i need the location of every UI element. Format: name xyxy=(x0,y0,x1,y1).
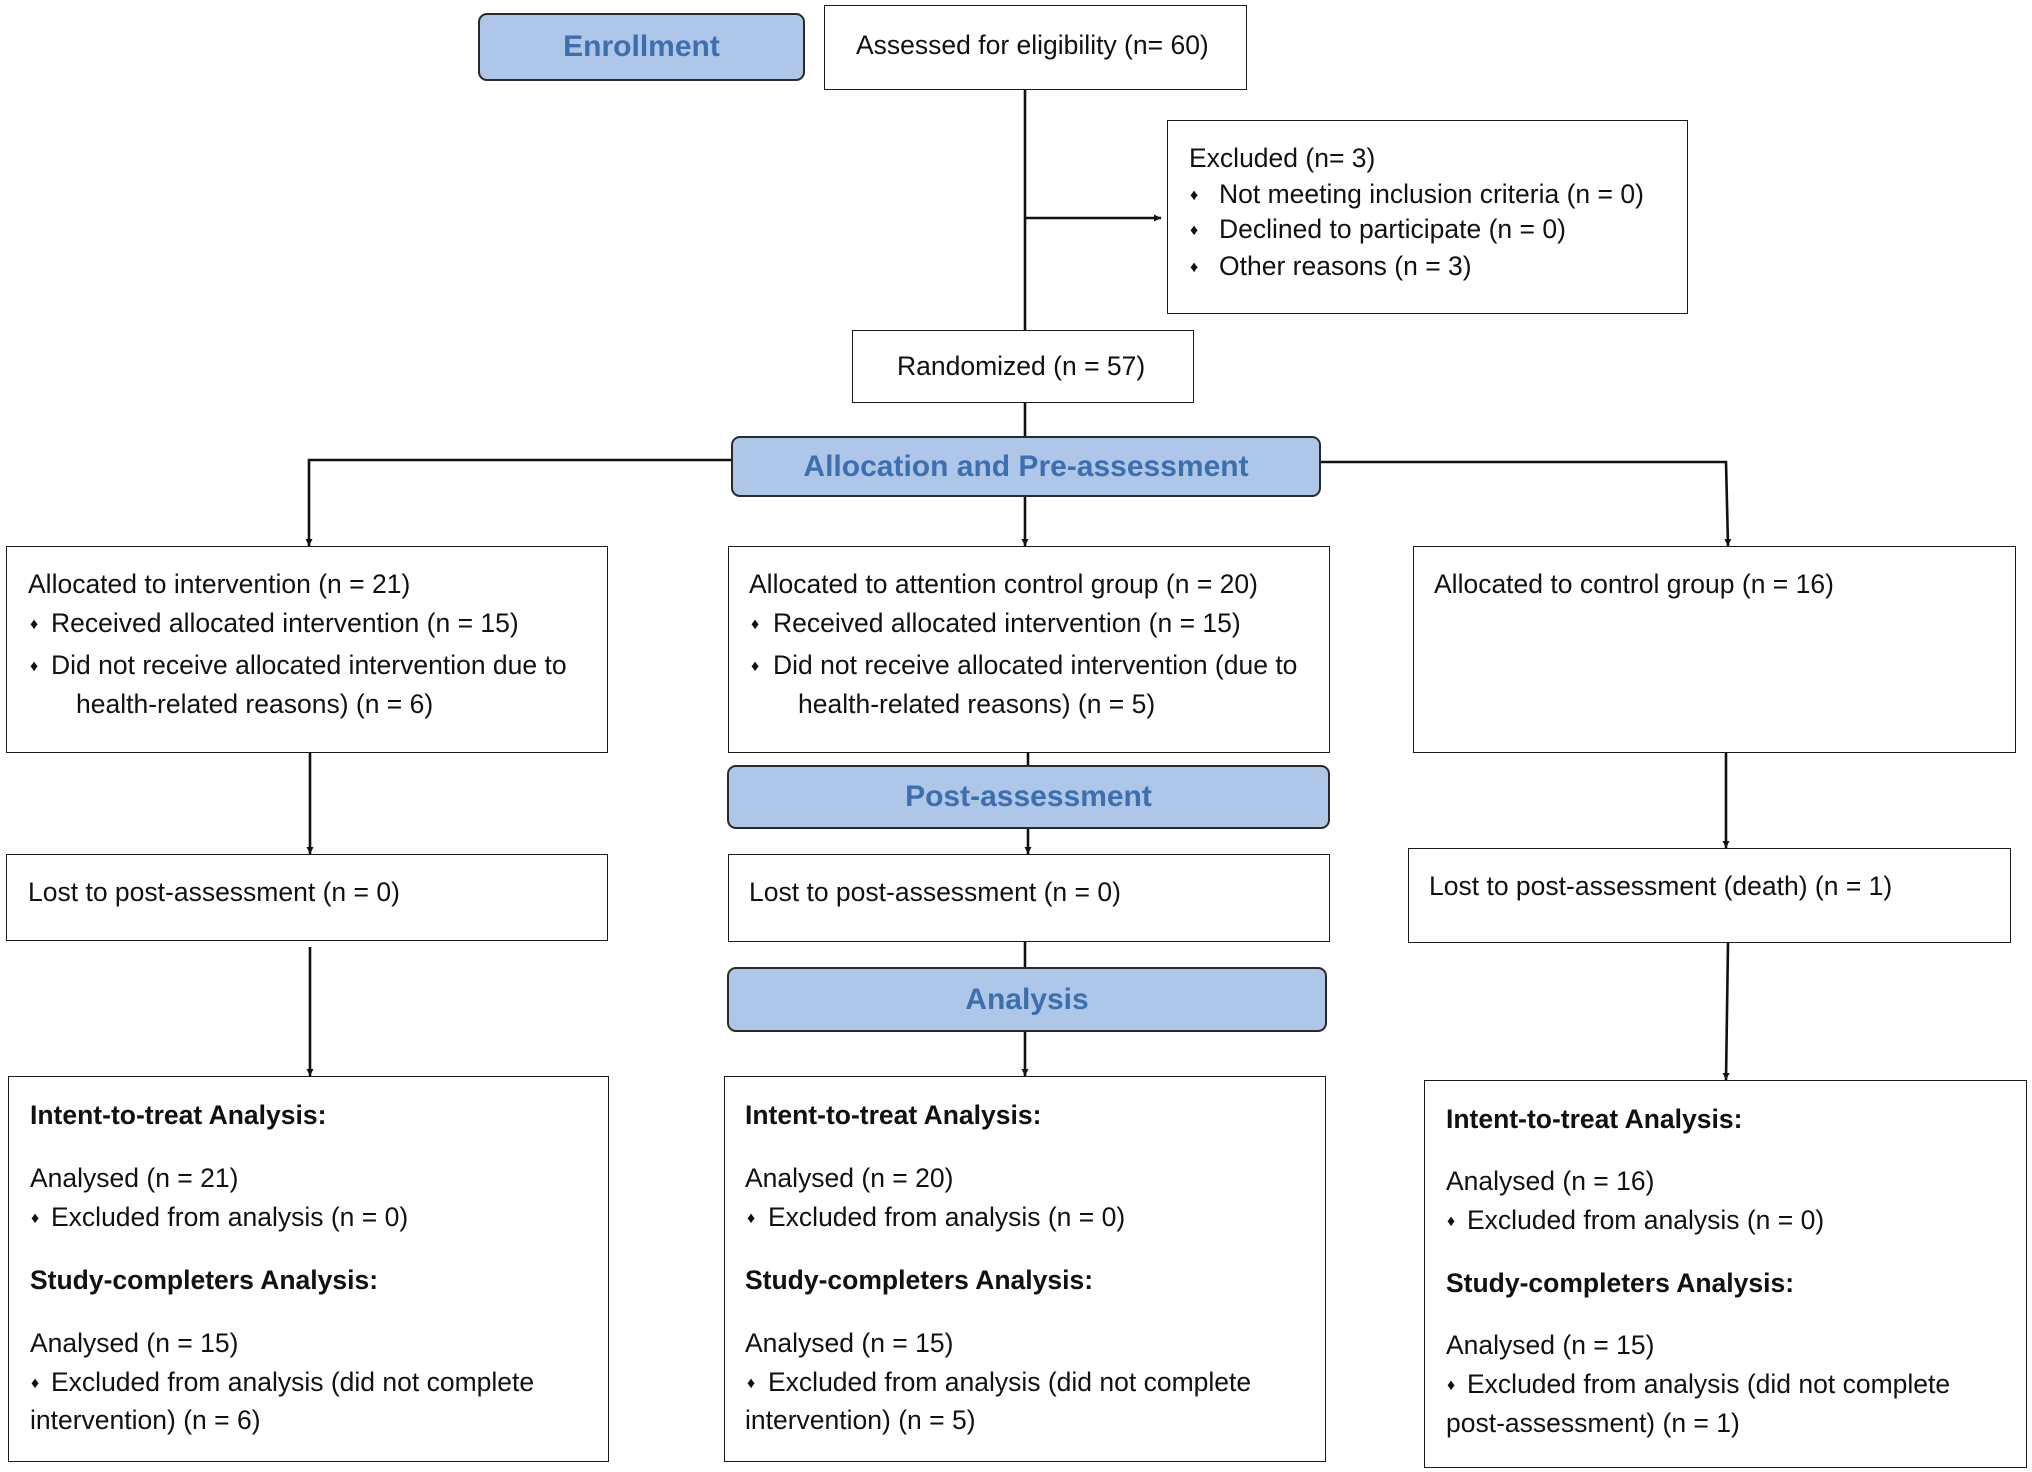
intervention-itt-analysed: Analysed (n = 21) xyxy=(30,1163,239,1193)
intervention-lost: Lost to post-assessment (n = 0) xyxy=(28,877,400,907)
stage-allocation: Allocation and Pre-assessment xyxy=(731,436,1321,497)
attention-allocated: Allocated to attention control group (n … xyxy=(749,569,1258,599)
stage-enrollment: Enrollment xyxy=(478,13,805,81)
assessed-box: Assessed for eligibility (n= 60) xyxy=(824,5,1247,90)
intervention-allocated: Allocated to intervention (n = 21) xyxy=(28,569,411,599)
stage-analysis: Analysis xyxy=(727,967,1327,1032)
attention-not-received-cont: health-related reasons) (n = 5) xyxy=(798,689,1156,719)
bullet-icon: ♦ xyxy=(1447,1213,1456,1230)
control-itt-analysed: Analysed (n = 16) xyxy=(1446,1166,1655,1196)
stage-allocation-label: Allocation and Pre-assessment xyxy=(803,450,1249,483)
arrow-to-control xyxy=(1319,460,1732,547)
bullet-icon: ♦ xyxy=(747,1375,756,1392)
intervention-itt-heading: Intent-to-treat Analysis: xyxy=(30,1100,327,1130)
arrow-control-analysis xyxy=(1722,942,1730,1081)
intervention-not-received-cont: health-related reasons) (n = 6) xyxy=(76,689,434,719)
attention-lost-box: Lost to post-assessment (n = 0) xyxy=(728,854,1330,942)
bullet-icon: ♦ xyxy=(31,1210,40,1227)
attention-itt-analysed: Analysed (n = 20) xyxy=(745,1163,954,1193)
control-sc-excluded: Excluded from analysis (did not complete xyxy=(1467,1369,1951,1399)
control-sc-heading: Study-completers Analysis: xyxy=(1446,1268,1795,1298)
attention-analysis-box: Intent-to-treat Analysis: Analysed (n = … xyxy=(724,1076,1326,1462)
bullet-icon: ♦ xyxy=(30,616,39,633)
attention-itt-excluded: Excluded from analysis (n = 0) xyxy=(768,1202,1126,1232)
attention-received: Received allocated intervention (n = 15) xyxy=(773,608,1241,638)
control-allocation-box: Allocated to control group (n = 16) xyxy=(1413,546,2016,753)
control-itt-heading: Intent-to-treat Analysis: xyxy=(1446,1104,1743,1134)
randomized-text: Randomized (n = 57) xyxy=(897,351,1146,381)
intervention-sc-heading: Study-completers Analysis: xyxy=(30,1265,379,1295)
arrow-to-intervention xyxy=(305,458,732,546)
intervention-analysis-box: Intent-to-treat Analysis: Analysed (n = … xyxy=(8,1076,609,1462)
attention-sc-excluded: Excluded from analysis (did not complete xyxy=(768,1367,1252,1397)
stage-post-assessment: Post-assessment xyxy=(727,765,1330,829)
stage-analysis-label: Analysis xyxy=(965,983,1089,1016)
attention-sc-analysed: Analysed (n = 15) xyxy=(745,1328,954,1358)
excluded-item: Not meeting inclusion criteria (n = 0) xyxy=(1219,179,1644,209)
bullet-icon: ♦ xyxy=(747,1210,756,1227)
intervention-sc-excluded: Excluded from analysis (did not complete xyxy=(51,1367,535,1397)
intervention-received: Received allocated intervention (n = 15) xyxy=(51,608,519,638)
stage-enrollment-label: Enrollment xyxy=(563,30,720,63)
bullet-icon: ♦ xyxy=(1447,1377,1456,1394)
bullet-icon: ♦ xyxy=(1190,222,1199,239)
intervention-sc-excluded-cont: intervention) (n = 6) xyxy=(30,1405,261,1435)
intervention-lost-box: Lost to post-assessment (n = 0) xyxy=(6,854,608,941)
control-sc-analysed: Analysed (n = 15) xyxy=(1446,1330,1655,1360)
bullet-icon: ♦ xyxy=(751,616,760,633)
bullet-icon: ♦ xyxy=(1190,187,1199,204)
stage-post-assessment-label: Post-assessment xyxy=(905,780,1152,813)
attention-itt-heading: Intent-to-treat Analysis: xyxy=(745,1100,1042,1130)
attention-sc-heading: Study-completers Analysis: xyxy=(745,1265,1094,1295)
intervention-itt-excluded: Excluded from analysis (n = 0) xyxy=(51,1202,409,1232)
attention-allocation-box: Allocated to attention control group (n … xyxy=(728,546,1330,753)
assessed-text: Assessed for eligibility (n= 60) xyxy=(856,30,1209,60)
randomized-box: Randomized (n = 57) xyxy=(852,330,1194,403)
intervention-sc-analysed: Analysed (n = 15) xyxy=(30,1328,239,1358)
attention-lost: Lost to post-assessment (n = 0) xyxy=(749,877,1121,907)
control-sc-excluded-cont: post-assessment) (n = 1) xyxy=(1446,1408,1740,1438)
excluded-item: Other reasons (n = 3) xyxy=(1219,251,1472,281)
excluded-title: Excluded (n= 3) xyxy=(1189,143,1376,173)
control-itt-excluded: Excluded from analysis (n = 0) xyxy=(1467,1205,1825,1235)
control-allocated: Allocated to control group (n = 16) xyxy=(1434,569,1834,599)
intervention-allocation-box: Allocated to intervention (n = 21) ♦ Rec… xyxy=(6,546,608,753)
bullet-icon: ♦ xyxy=(1190,259,1199,276)
excluded-box: Excluded (n= 3) ♦ Not meeting inclusion … xyxy=(1167,120,1688,314)
attention-sc-excluded-cont: intervention) (n = 5) xyxy=(745,1405,976,1435)
control-analysis-box: Intent-to-treat Analysis: Analysed (n = … xyxy=(1424,1080,2027,1468)
bullet-icon: ♦ xyxy=(751,658,760,675)
intervention-not-received: Did not receive allocated intervention d… xyxy=(51,650,567,680)
control-lost-box: Lost to post-assessment (death) (n = 1) xyxy=(1408,848,2011,943)
control-lost: Lost to post-assessment (death) (n = 1) xyxy=(1429,871,1893,901)
attention-not-received: Did not receive allocated intervention (… xyxy=(773,650,1298,680)
bullet-icon: ♦ xyxy=(30,658,39,675)
bullet-icon: ♦ xyxy=(31,1375,40,1392)
excluded-item: Declined to participate (n = 0) xyxy=(1219,214,1566,244)
